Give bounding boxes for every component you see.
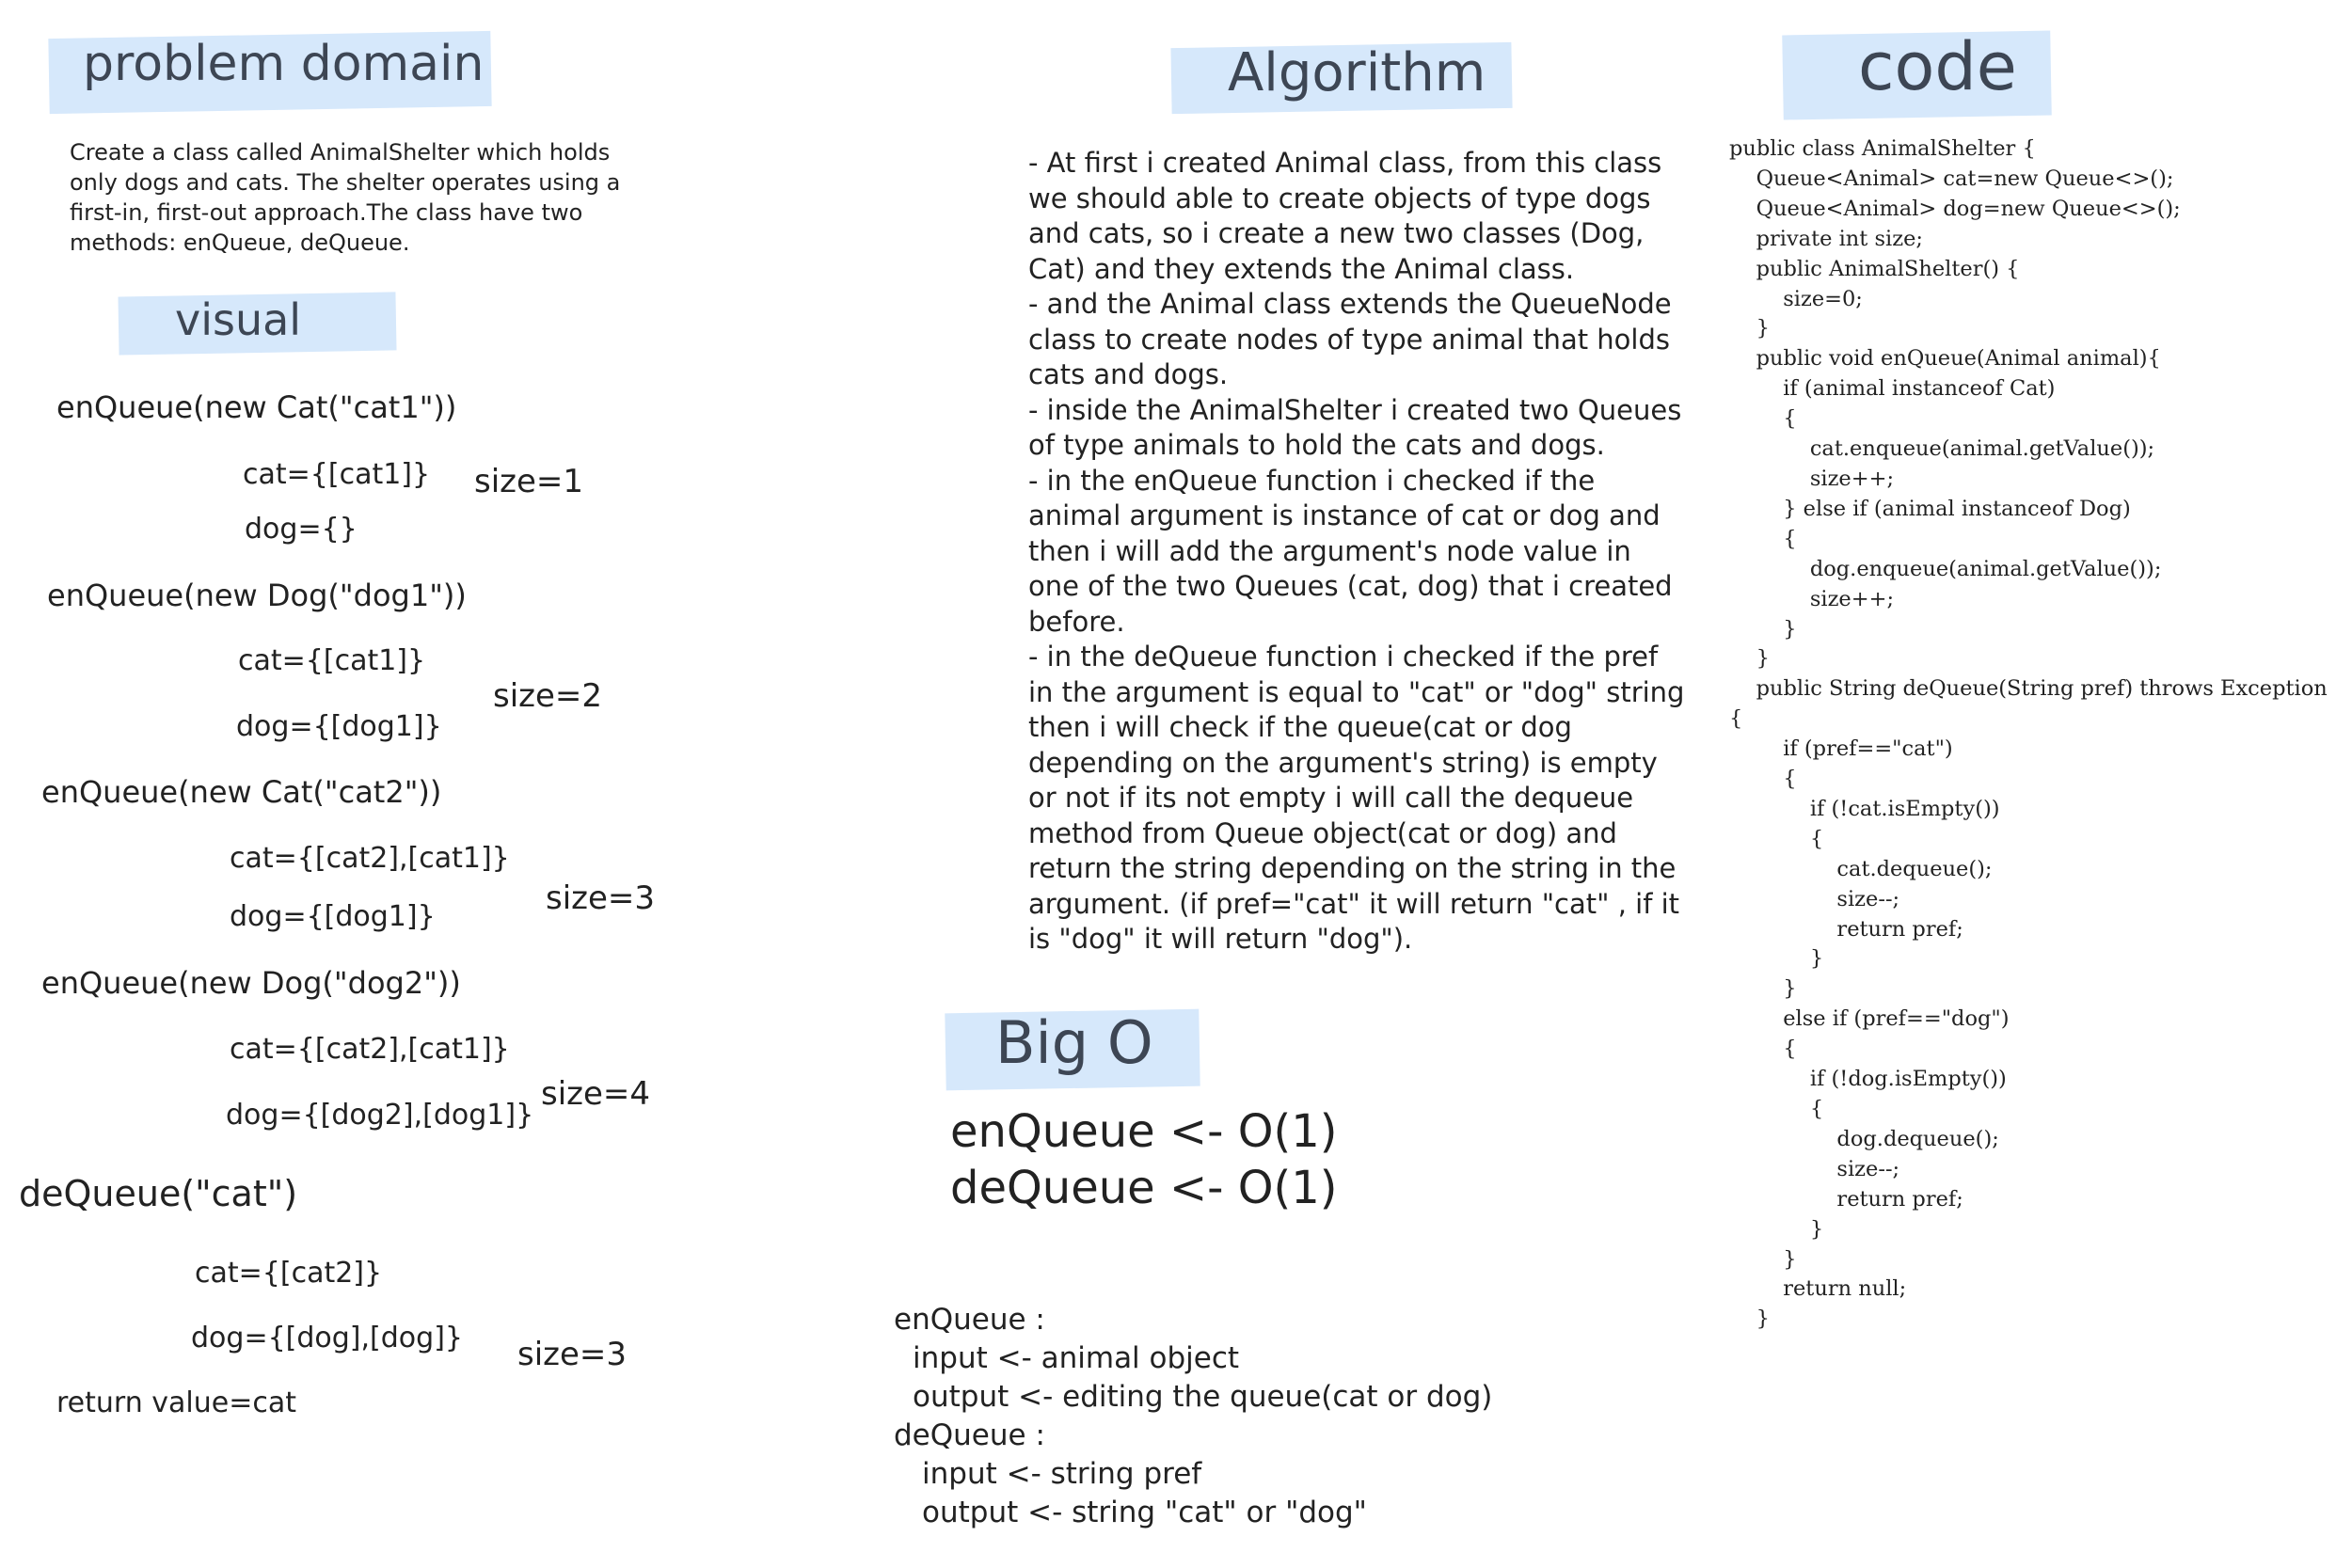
problem-domain-line-1: Create a class called AnimalShelter whic… bbox=[70, 139, 611, 166]
io-enqueue-input: input <- animal object bbox=[913, 1341, 1240, 1375]
problem-domain-heading: problem domain bbox=[83, 36, 485, 92]
io-enqueue-label: enQueue : bbox=[894, 1303, 1045, 1337]
algorithm-text: - At first i created Animal class, from … bbox=[1028, 147, 1685, 955]
visual-step2-size: size=2 bbox=[493, 677, 603, 715]
code-heading: code bbox=[1858, 28, 2017, 105]
visual-step4-size: size=4 bbox=[541, 1075, 651, 1113]
problem-domain-line-3: first-in, first-out approach.The class h… bbox=[70, 199, 583, 226]
big-o-dequeue: deQueue <- O(1) bbox=[950, 1162, 1338, 1214]
visual-step3-dog: dog={[dog1]} bbox=[230, 900, 436, 933]
visual-step4-dog: dog={[dog2],[dog1]} bbox=[226, 1099, 534, 1132]
visual-step2-cat: cat={[cat1]} bbox=[238, 644, 426, 677]
io-enqueue-output: output <- editing the queue(cat or dog) bbox=[913, 1380, 1493, 1414]
visual-step4-cat: cat={[cat2],[cat1]} bbox=[230, 1033, 510, 1066]
visual-step5-dog: dog={[dog],[dog]} bbox=[191, 1322, 463, 1354]
problem-domain-line-4: methods: enQueue, deQueue. bbox=[70, 230, 410, 256]
visual-step5-size: size=3 bbox=[517, 1336, 628, 1373]
algorithm-heading: Algorithm bbox=[1228, 42, 1486, 103]
visual-heading: visual bbox=[175, 294, 302, 345]
big-o-enqueue: enQueue <- O(1) bbox=[950, 1105, 1338, 1158]
visual-step4-call: enQueue(new Dog("dog2")) bbox=[41, 965, 461, 1001]
visual-step1-size: size=1 bbox=[474, 463, 584, 500]
visual-step5-call: deQueue("cat") bbox=[19, 1173, 298, 1214]
io-dequeue-label: deQueue : bbox=[894, 1418, 1045, 1452]
visual-step1-call: enQueue(new Cat("cat1")) bbox=[56, 389, 457, 425]
visual-step3-call: enQueue(new Cat("cat2")) bbox=[41, 774, 442, 810]
visual-step2-dog: dog={[dog1]} bbox=[236, 710, 442, 743]
code-block: public class AnimalShelter { Queue<Anima… bbox=[1729, 136, 2328, 1332]
problem-domain-line-2: only dogs and cats. The shelter operates… bbox=[70, 169, 621, 196]
visual-step5-cat: cat={[cat2]} bbox=[195, 1257, 383, 1290]
visual-step2-call: enQueue(new Dog("dog1")) bbox=[47, 578, 467, 613]
visual-step3-cat: cat={[cat2],[cat1]} bbox=[230, 842, 510, 875]
visual-step1-dog: dog={} bbox=[245, 513, 358, 546]
visual-step3-size: size=3 bbox=[546, 879, 656, 917]
big-o-heading: Big O bbox=[995, 1008, 1153, 1077]
io-dequeue-output: output <- string "cat" or "dog" bbox=[922, 1496, 1367, 1529]
io-dequeue-input: input <- string pref bbox=[922, 1457, 1202, 1491]
visual-step5-return: return value=cat bbox=[56, 1386, 296, 1419]
visual-step1-cat: cat={[cat1]} bbox=[243, 458, 431, 491]
